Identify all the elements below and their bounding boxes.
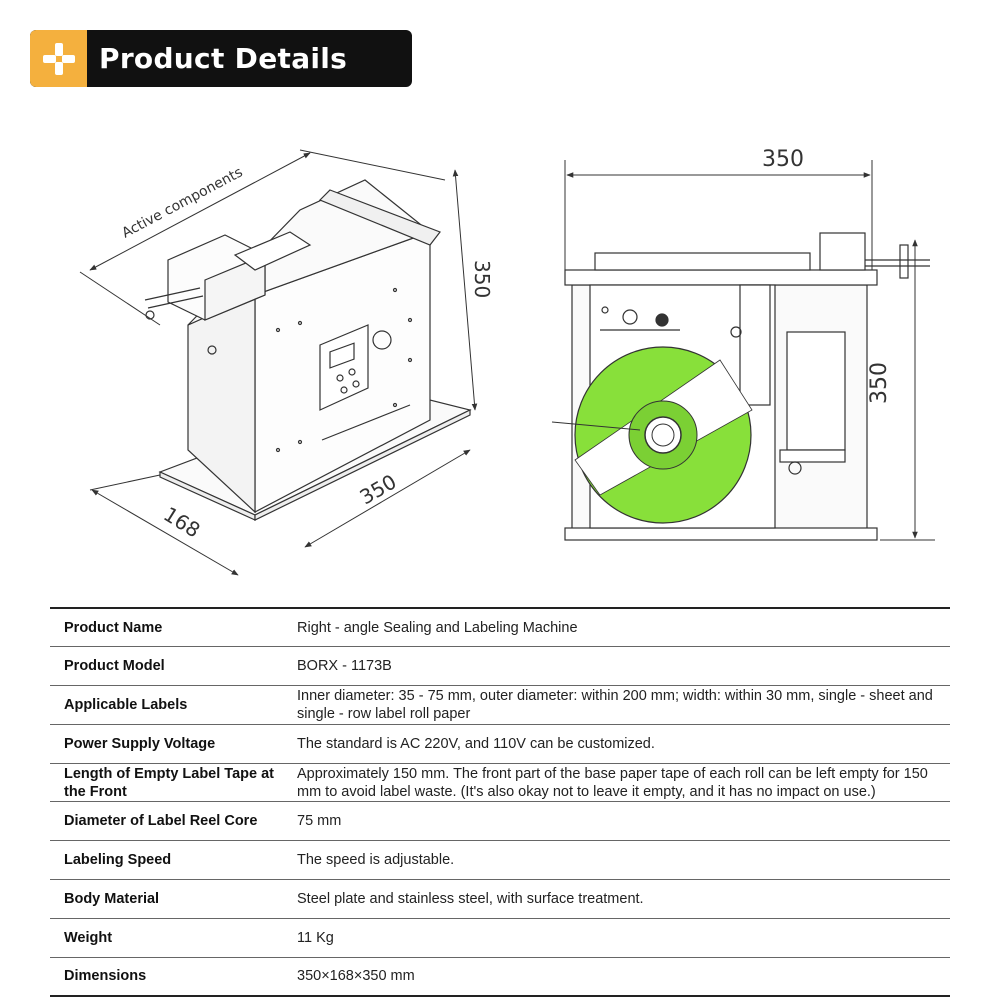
dim-length-left: 350 [356,469,401,509]
spec-label: Weight [50,917,293,958]
page-title: Product Details [99,42,348,75]
spec-value: Approximately 150 mm. The front part of … [293,762,950,803]
spec-label: Product Name [50,607,293,648]
spec-label: Body Material [50,879,293,919]
dim-height-right: 350 [867,362,892,404]
spec-value: Right - angle Sealing and Labeling Machi… [293,607,950,648]
label-roll [551,346,753,524]
spec-label: Length of Empty Label Tape at the Front [50,762,293,803]
dim-height-left: 350 [470,260,494,298]
plus-icon [30,30,87,87]
dim-depth-left: 168 [159,502,204,543]
dimension-lines-left [79,149,478,576]
product-details-banner: Product Details [30,30,412,87]
technical-drawing: Active components 350 350 168 [79,147,935,576]
spec-label: Product Model [50,646,293,687]
spec-value: 75 mm [293,801,950,842]
spec-value: The standard is AC 220V, and 110V can be… [293,723,950,764]
spec-label: Labeling Speed [50,840,293,881]
spec-label: Applicable Labels [50,685,293,725]
spec-value: The speed is adjustable. [293,840,950,881]
machine-isometric-view [144,179,472,521]
spec-value: 350×168×350 mm [293,956,950,997]
dimension-lines-right [564,160,935,541]
spec-label: Dimensions [50,956,293,997]
spec-value: 11 Kg [293,917,950,958]
spec-value: Steel plate and stainless steel, with su… [293,879,950,919]
active-components-caption: Active components [119,164,245,241]
dim-width-right: 350 [762,147,804,172]
spec-value: Inner diameter: 35 - 75 mm, outer diamet… [293,685,950,725]
spec-label: Diameter of Label Reel Core [50,801,293,842]
spec-label: Power Supply Voltage [50,723,293,764]
spec-value: BORX - 1173B [293,646,950,687]
